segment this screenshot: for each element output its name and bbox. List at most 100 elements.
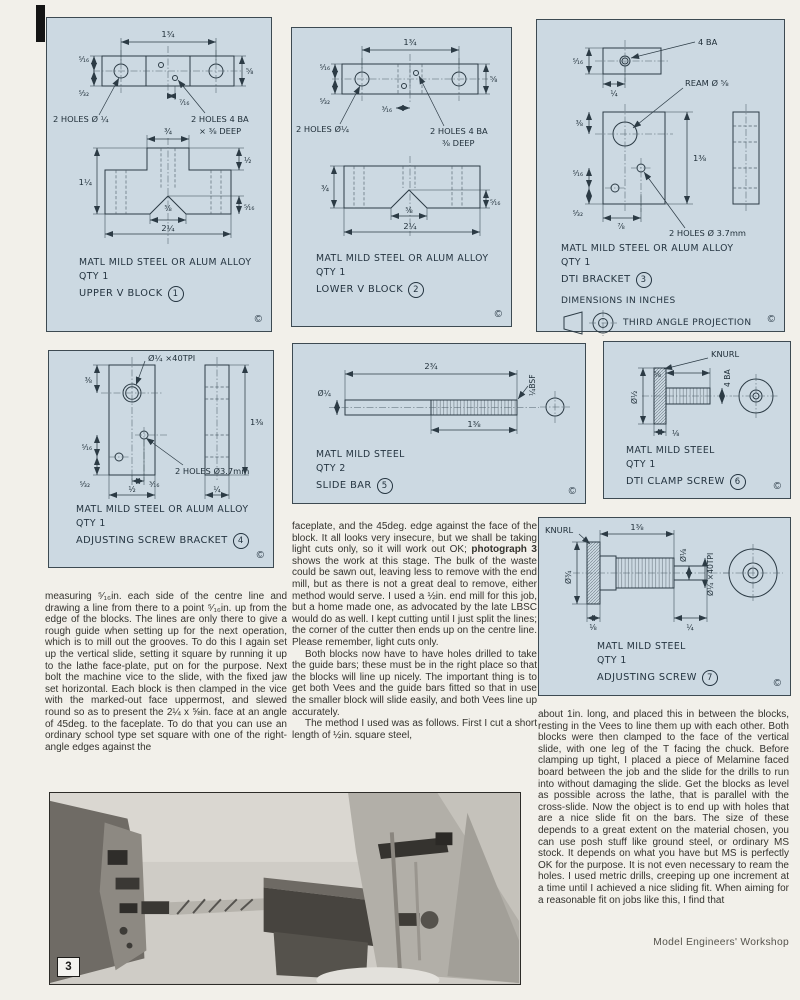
part-name: ADJUSTING SCREW BRACKET 4 (76, 532, 273, 549)
lathe-chuck (50, 800, 147, 983)
holes-callout: 2 HOLES Ø¼ (296, 124, 349, 134)
dim-label: ⁷⁄₁₆ (179, 98, 189, 107)
paragraph: Both blocks now have to have holes drill… (292, 648, 537, 718)
front-view-dimensions: Ø¼ ×40TPI ⅜ ⁵⁄₁₆ ⁵⁄₃₂ 2 HOLES Ø3.7mm ³⁄₁… (80, 353, 249, 499)
dim-label: ⁵⁄₁₆ (82, 443, 92, 452)
photograph-3: 3 (49, 792, 521, 993)
dim-label: ⅝ (246, 67, 254, 76)
qty-note: QTY 1 (316, 266, 346, 278)
paragraph-text: shows the work at this stage. The bulk o… (292, 555, 537, 648)
part-name: LOWER V BLOCK 2 (316, 281, 511, 298)
side-view (732, 104, 760, 212)
dim-label: Ø½ (630, 391, 639, 404)
dim-label: ½ (244, 156, 251, 165)
material-note: MATL MILD STEEL (626, 445, 715, 456)
copyright-mark: © (773, 481, 781, 492)
dim-label: 1¾ (161, 29, 174, 39)
holes-callout: ⅜ DEEP (442, 138, 475, 148)
side-view (573, 541, 731, 605)
projection-label: THIRD ANGLE PROJECTION (623, 317, 752, 328)
front-view-dimensions: ¾ ⁵⁄₁₆ ⅝ 2¼ (321, 165, 500, 236)
text-column-3: about 1in. long, and placed this in betw… (538, 709, 789, 931)
dim-label: ¼ (686, 623, 694, 632)
drawing-box-slide-bar: 2¾ Ø¼ ¼BSF 1⅜ MATL MILD STEEL QTY 2 SLID… (292, 343, 586, 504)
dim-label: ⅛ (672, 429, 680, 438)
dim-label: ⅝ (654, 370, 662, 379)
part-name-label: SLIDE BAR (316, 479, 372, 491)
top-view (332, 54, 488, 104)
upper-v-block-drawing: 1¾ ⁵⁄₁₆ ⁵⁄₃₂ ⅝ ⁷⁄₁₆ 2 HOLES Ø ¼ 2 HOLES … (53, 29, 254, 244)
tap-callout: Ø¼ ×40TPI (148, 353, 195, 363)
side-view (642, 367, 732, 425)
dimensions-note: DIMENSIONS IN INCHES (561, 295, 676, 306)
photo-number-label: 3 (57, 957, 80, 977)
dim-label: ⁵⁄₁₆ (573, 57, 583, 66)
tap-label: Ø¼ ×40TPI (706, 553, 715, 596)
lathe-setup-photo (50, 793, 519, 993)
part-number-badge: 7 (701, 669, 718, 686)
end-view (723, 544, 783, 602)
dim-label: ⁵⁄₁₆ (320, 63, 330, 72)
copyright-mark: © (494, 309, 502, 320)
dim-label: ⅝ (490, 75, 498, 84)
drawing-notes: MATL MILD STEEL OR ALUM ALLOY QTY 1 ADJU… (76, 503, 273, 549)
side-view-dimensions: 1⅜ ¼ (204, 364, 263, 499)
drill-bit (141, 898, 264, 916)
dti-bracket-drawing: ⁵⁄₁₆ 4 BA ¼ REAM Ø ⅝ (573, 37, 760, 238)
paragraph: measuring ⁵⁄₁₆in. each side of the centr… (45, 591, 287, 753)
dim-label: ⁵⁄₃₂ (80, 480, 90, 489)
dim-label: ¾ (164, 126, 172, 136)
dti-clamp-screw-drawing: KNURL ⅝ 4 BA Ø½ ⅛ (630, 349, 779, 438)
text-column-1: measuring ⁵⁄₁₆in. each side of the centr… (45, 591, 287, 789)
dim-label: ⅞ (617, 222, 625, 231)
part-name: UPPER V BLOCK 1 (79, 285, 271, 302)
front-view-dimensions: REAM Ø ⅝ ⅜ ⁵⁄₁₆ ⁵⁄₃₂ 1⅜ ⅞ 2 HOLES Ø 3.7m… (573, 78, 746, 238)
text-column-2: faceplate, and the 45deg. edge against t… (292, 521, 537, 805)
dim-label: ¾ (321, 183, 329, 193)
holes-callout: 2 HOLES Ø ¼ (53, 114, 109, 124)
dim-label: 1¾ (403, 37, 416, 47)
drawing-notes: MATL MILD STEEL QTY 2 SLIDE BAR 5 (316, 448, 585, 494)
part-name-label: DTI CLAMP SCREW (626, 475, 725, 487)
material-note: MATL MILD STEEL OR ALUM ALLOY (79, 257, 252, 268)
part-number-badge: 2 (408, 281, 425, 298)
lower-v-block-drawing: 1¾ ⁵⁄₁₆ ⁵⁄₃₂ ⅝ ³⁄₁₆ 2 HOLES Ø¼ 2 HOLES 4… (296, 37, 500, 236)
part-number-badge: 4 (232, 532, 249, 549)
part-number-badge: 5 (376, 477, 393, 494)
dim-label: ⁵⁄₁₆ (244, 203, 254, 212)
drawing-box-upper-v-block: 1¾ ⁵⁄₁₆ ⁵⁄₃₂ ⅝ ⁷⁄₁₆ 2 HOLES Ø ¼ 2 HOLES … (46, 17, 272, 332)
part-name: ADJUSTING SCREW 7 (597, 669, 790, 686)
part-name: DTI CLAMP SCREW 6 (626, 473, 790, 490)
dim-label: ⁵⁄₁₆ (79, 55, 89, 64)
dim-label: 1⅜ (467, 419, 480, 429)
dim-label: ³⁄₁₆ (149, 480, 159, 489)
thread-callout: ¼BSF (528, 374, 537, 396)
workpiece-blocks (263, 877, 383, 981)
drawing-notes: MATL MILD STEEL OR ALUM ALLOY QTY 1 LOWE… (316, 252, 511, 298)
dim-label: 2¾ (424, 361, 437, 371)
dimensions: KNURL ⅝ 4 BA Ø½ ⅛ (630, 349, 739, 438)
dim-label: ⁵⁄₃₂ (79, 89, 89, 98)
dimensions: 2¾ Ø¼ ¼BSF 1⅜ (318, 361, 537, 434)
material-note: MATL MILD STEEL (316, 449, 405, 460)
dim-label: ⁵⁄₃₂ (320, 97, 330, 106)
top-view-dimensions: 1¾ ⁵⁄₁₆ ⁵⁄₃₂ ⅝ ⁷⁄₁₆ 2 HOLES Ø ¼ 2 HOLES … (53, 29, 254, 136)
dim-label: ¼ (610, 89, 618, 98)
material-note: MATL MILD STEEL OR ALUM ALLOY (76, 504, 249, 515)
drawing-notes: MATL MILD STEEL QTY 1 ADJUSTING SCREW 7 (597, 640, 790, 686)
knurl-callout: KNURL (711, 349, 739, 359)
drawing-box-adjusting-screw-bracket: Ø¼ ×40TPI ⅜ ⁵⁄₁₆ ⁵⁄₃₂ 2 HOLES Ø3.7mm ³⁄₁… (48, 350, 274, 568)
part-name-label: LOWER V BLOCK (316, 283, 404, 295)
scan-artifact (36, 5, 45, 42)
copyright-mark: © (568, 486, 576, 497)
vertical-slide (348, 793, 519, 983)
paragraph: about 1in. long, and placed this in betw… (538, 709, 789, 906)
dim-label: Ø¾ (564, 570, 573, 584)
dim-label: 1⅜ (693, 153, 706, 163)
holes-callout: 2 HOLES Ø 3.7mm (669, 228, 746, 238)
part-number-badge: 6 (729, 473, 746, 490)
copyright-mark: © (254, 314, 262, 325)
material-note: MATL MILD STEEL (597, 641, 686, 652)
part-number-badge: 3 (635, 271, 652, 288)
